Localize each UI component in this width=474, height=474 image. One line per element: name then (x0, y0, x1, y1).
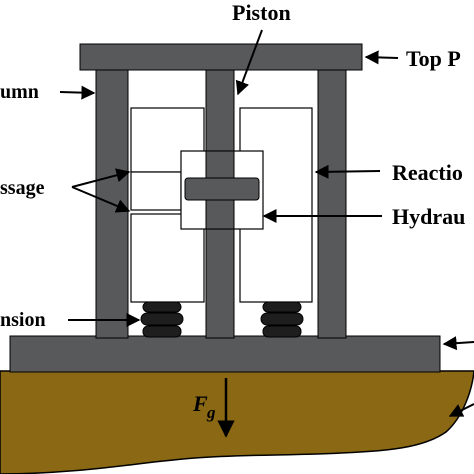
label-column: umn (0, 81, 39, 103)
label-suspension: nsion (0, 309, 46, 331)
suspension-right-coil-3 (262, 325, 302, 338)
arrow-piston (235, 29, 263, 96)
arrow-column (59, 85, 96, 100)
ground-soil (0, 370, 474, 474)
arrow-passage-upper (71, 168, 131, 188)
arrow-base-right (442, 336, 474, 351)
suspension-right-coil-2 (260, 312, 304, 326)
top-plate (79, 43, 363, 71)
base-plate (9, 335, 441, 373)
suspension-right-coil-1 (262, 301, 302, 313)
label-piston: Piston (232, 0, 291, 25)
label-force-symbol: F (192, 391, 208, 416)
column-left (95, 65, 129, 339)
suspension-left-coil-3 (142, 325, 182, 338)
arrow-reaction (314, 164, 381, 179)
arrow-passage-lower (71, 186, 131, 213)
label-reaction: Reactio (392, 160, 463, 185)
arrow-ground-right (448, 403, 474, 417)
left-chamber-passage (130, 171, 182, 211)
arrow-top-plate (364, 50, 399, 65)
label-top-plate: Top P (406, 46, 461, 71)
column-right (317, 65, 347, 339)
label-hydraulic: Hydrau (392, 204, 465, 229)
label-passage: ssage (0, 177, 45, 199)
piston-head (184, 177, 260, 201)
suspension-left-coil-2 (140, 312, 184, 326)
label-force-subscript: g (206, 403, 216, 422)
suspension-left-coil-1 (142, 301, 182, 313)
